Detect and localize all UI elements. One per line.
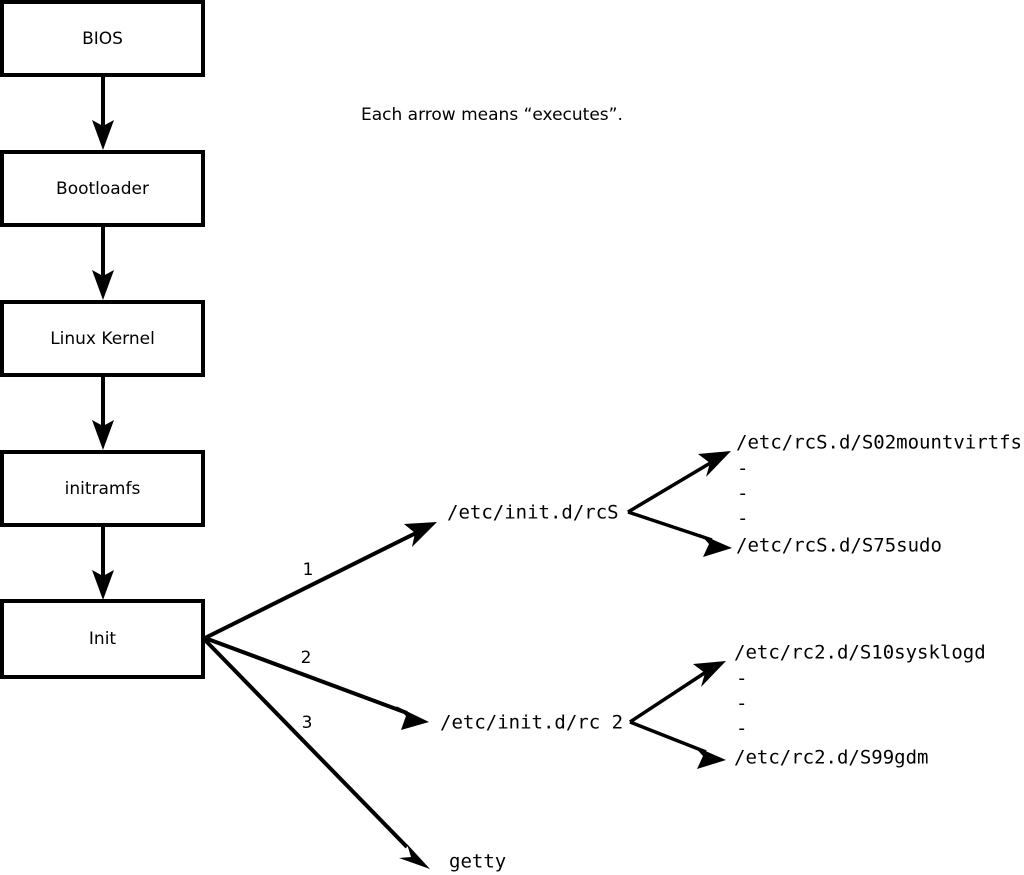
edge-rc2-to-first-script: [629, 661, 726, 724]
arrow-head-icon: [694, 746, 726, 769]
arrow-head-icon: [700, 534, 732, 557]
arrow-head-icon: [698, 451, 731, 477]
node-init[interactable]: Init: [0, 599, 205, 679]
edge-number-3: 3: [302, 713, 313, 733]
node-linux-kernel-box[interactable]: [0, 300, 205, 377]
rc2-ellipsis-dash-3: -: [736, 718, 747, 740]
arrow-kernel-to-initramfs: [92, 376, 114, 450]
rcs-ellipsis-dash-2: -: [737, 483, 748, 505]
edge-init-to-getty: 3: [203, 638, 430, 869]
arrow-head-icon: [693, 661, 726, 687]
node-linux-kernel-label: Linux Kernel: [50, 329, 155, 349]
edge-rcs-to-first-script: [627, 451, 731, 514]
rcs-script-last[interactable]: /etc/rcS.d/S75sudo: [736, 535, 942, 557]
rc2-script-last[interactable]: /etc/rc2.d/S99gdm: [734, 747, 928, 769]
rc2-ellipsis-dash-2: -: [736, 693, 747, 715]
node-initramfs-label: initramfs: [65, 479, 141, 499]
rcs-ellipsis-dash-3: -: [737, 508, 748, 530]
edge-number-1: 1: [303, 560, 314, 580]
rcs-script-first[interactable]: /etc/rcS.d/S02mountvirtfs: [736, 432, 1022, 454]
arrow-head-icon: [92, 120, 114, 150]
edge-rc2-to-last-script: [629, 720, 726, 769]
arrow-head-icon: [399, 844, 430, 869]
node-rcs-label[interactable]: /etc/init.d/rcS: [447, 502, 619, 524]
arrow-head-icon: [92, 270, 114, 300]
node-linux-kernel[interactable]: Linux Kernel: [0, 300, 205, 377]
node-bios-label: BIOS: [82, 29, 123, 49]
arrow-head-icon: [396, 706, 429, 730]
node-bootloader-label: Bootloader: [56, 179, 149, 199]
arrow-head-icon: [92, 570, 114, 600]
arrow-bootloader-to-kernel: [92, 226, 114, 300]
node-bios[interactable]: BIOS: [0, 0, 205, 77]
node-init-label: Init: [89, 629, 117, 649]
node-rc2-label[interactable]: /etc/init.d/rc 2: [440, 712, 623, 734]
edge-number-2: 2: [301, 648, 312, 668]
node-init-box[interactable]: [0, 599, 205, 679]
node-initramfs[interactable]: initramfs: [0, 450, 205, 527]
node-bootloader[interactable]: Bootloader: [0, 150, 205, 227]
edge-rcs-to-last-script: [627, 510, 732, 557]
rcs-ellipsis-dash-1: -: [737, 458, 748, 480]
edge-init-to-rcs: 1: [204, 522, 437, 640]
node-bootloader-box[interactable]: [0, 150, 205, 227]
arrow-head-icon: [92, 420, 114, 450]
node-bios-box[interactable]: [0, 0, 205, 77]
rc2-ellipsis-dash-1: -: [736, 668, 747, 690]
arrow-head-icon: [404, 522, 437, 547]
edge-init-to-rc2: 2: [204, 636, 429, 730]
node-initramfs-box[interactable]: [0, 450, 205, 527]
node-getty-label[interactable]: getty: [449, 851, 506, 873]
rc2-script-first[interactable]: /etc/rc2.d/S10sysklogd: [734, 642, 986, 664]
caption-text: Each arrow means “executes”.: [361, 105, 623, 125]
arrow-bios-to-bootloader: [92, 76, 114, 150]
arrow-initramfs-to-init: [92, 526, 114, 600]
